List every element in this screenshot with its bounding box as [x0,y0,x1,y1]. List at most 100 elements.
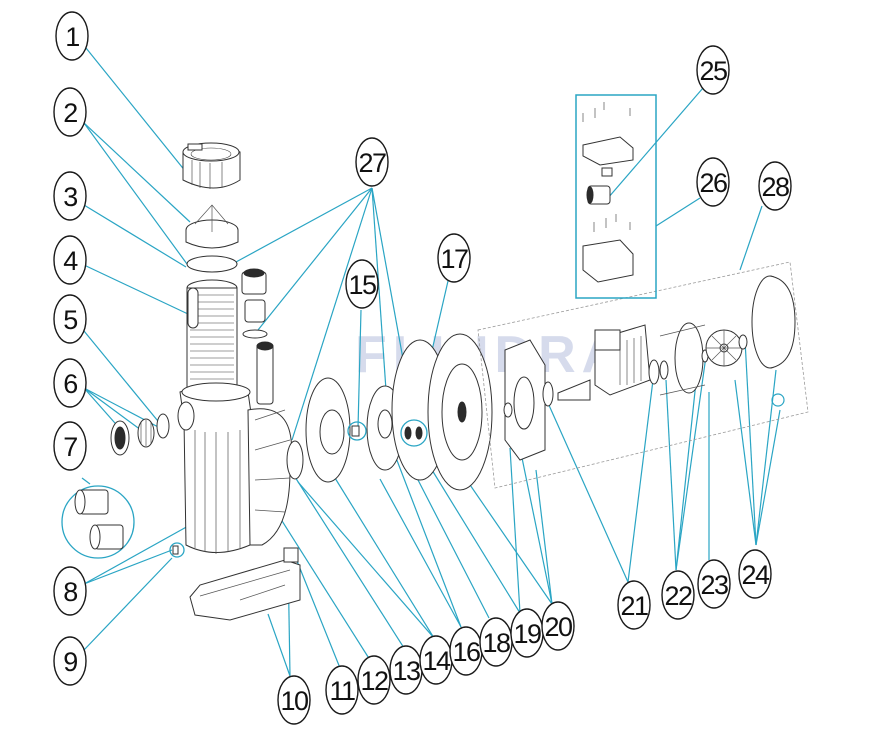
leader-22a [665,379,677,571]
leader-18 [416,477,490,619]
leader-16b [392,449,462,628]
svg-text:16: 16 [452,637,480,667]
svg-text:13: 13 [392,656,420,686]
part-fan [705,329,743,367]
part-rear-bearing [648,359,660,385]
svg-text:17: 17 [440,244,468,274]
part-outlet-union [241,268,268,339]
leader-21b [627,379,654,583]
callout-7[interactable]: 7 [53,421,87,471]
part-mechanical-seal [347,421,367,441]
callout-17[interactable]: 17 [437,233,471,283]
svg-text:24: 24 [741,560,770,590]
callout-18[interactable]: 18 [479,617,513,667]
svg-text:22: 22 [664,581,692,611]
svg-text:9: 9 [63,647,77,677]
leader-14a [297,481,435,639]
leader-20b [456,465,553,605]
leader-27a [235,187,373,263]
svg-text:27: 27 [358,148,386,178]
callout-1[interactable]: 1 [55,11,89,61]
svg-text:2: 2 [63,98,77,128]
leader-7 [81,477,91,485]
motor-group-frame [477,261,809,489]
svg-text:3: 3 [63,182,77,212]
svg-text:21: 21 [620,591,648,621]
callout-28[interactable]: 28 [758,161,792,211]
svg-text:8: 8 [63,577,77,607]
part-terminal-box [582,102,634,283]
svg-text:11: 11 [329,676,355,706]
svg-text:26: 26 [699,168,727,198]
callout-26[interactable]: 26 [696,157,730,207]
callout-9[interactable]: 9 [53,636,87,686]
callout-13[interactable]: 13 [389,645,423,695]
callout-2[interactable]: 2 [53,87,87,137]
part-union-oring [156,413,170,439]
callout-11[interactable]: 11 [325,665,359,715]
part-lid-ring [182,142,241,189]
part-pump-body [177,341,293,554]
svg-text:14: 14 [422,646,451,676]
callout-6[interactable]: 6 [53,358,87,408]
callout-27[interactable]: 27 [355,137,389,187]
callout-12[interactable]: 12 [357,655,391,705]
leader-19a [431,469,521,614]
part-front-bearing [542,381,554,407]
leader-2b [83,122,188,265]
leader-19b [509,447,521,614]
part-fan-cover [751,275,796,369]
leader-24d [755,409,781,546]
part-union-fittings [110,418,155,456]
leader-10a [267,613,291,677]
svg-text:20: 20 [544,612,572,642]
leader-3 [83,204,187,268]
leader-24c [755,369,777,546]
callout-19[interactable]: 19 [510,608,544,658]
svg-text:10: 10 [280,686,308,716]
callout-16[interactable]: 16 [449,626,483,676]
part-cover-screws [771,393,785,407]
leader-27e [371,187,406,371]
svg-text:6: 6 [63,369,77,399]
callout-14[interactable]: 14 [419,635,453,685]
callout-5[interactable]: 5 [53,294,87,344]
leader-9 [83,557,173,651]
svg-text:4: 4 [63,246,78,276]
leader-13 [294,476,405,649]
leader-26 [655,197,701,227]
callout-20[interactable]: 20 [541,601,575,651]
callout-10[interactable]: 10 [277,675,311,725]
part-tail-pieces [61,485,135,559]
svg-text:25: 25 [699,56,727,86]
leader-16a [379,478,462,628]
part-motor-rotor-stator [557,324,651,401]
leader-1 [85,47,187,173]
leader-22c [675,355,707,571]
callout-15[interactable]: 15 [345,259,379,309]
callout-25[interactable]: 25 [696,45,730,95]
svg-text:18: 18 [482,628,510,658]
part-seal-plate [305,377,351,483]
part-shaft-seal [400,419,428,447]
part-fan-washer [738,334,748,350]
svg-text:23: 23 [700,570,728,600]
part-pump-base [189,547,301,621]
leader-20c [535,469,553,605]
leader-6b [83,387,146,434]
callout-3[interactable]: 3 [53,171,87,221]
part-drain-plug [169,542,185,558]
callout-23[interactable]: 23 [697,559,731,609]
leader-lines [81,47,781,677]
callout-24[interactable]: 24 [738,549,772,599]
callout-8[interactable]: 8 [53,566,87,616]
svg-text:12: 12 [360,666,388,696]
svg-text:7: 7 [63,432,77,462]
svg-text:19: 19 [513,619,541,649]
leader-20a [520,452,553,605]
callout-21[interactable]: 21 [617,580,651,630]
leader-27c [291,187,373,441]
callout-4[interactable]: 4 [53,235,87,285]
callout-22[interactable]: 22 [661,570,695,620]
